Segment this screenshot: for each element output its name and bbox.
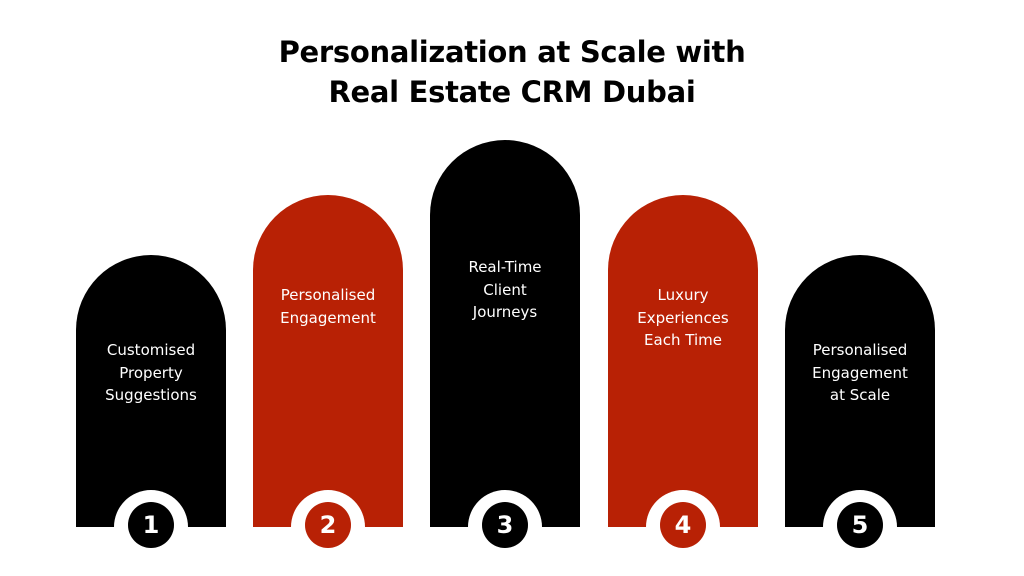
title-line-2: Real Estate CRM Dubai bbox=[328, 75, 696, 109]
step-pillar-4: Luxury Experiences Each Time bbox=[608, 195, 758, 527]
step-number-badge-4: 4 bbox=[660, 502, 706, 548]
step-label: Personalised Engagement at Scale bbox=[812, 341, 908, 404]
diagram-title: Personalization at Scale with Real Estat… bbox=[0, 32, 1024, 112]
step-pillar-3: Real-Time Client Journeys bbox=[430, 140, 580, 527]
step-number-badge-3: 3 bbox=[482, 502, 528, 548]
step-pillar-1: Customised Property Suggestions bbox=[76, 255, 226, 527]
step-number-badge-1: 1 bbox=[128, 502, 174, 548]
title-line-1: Personalization at Scale with bbox=[278, 35, 746, 69]
step-label: Real-Time Client Journeys bbox=[468, 258, 542, 321]
step-number-badge-5: 5 bbox=[837, 502, 883, 548]
step-pillar-5: Personalised Engagement at Scale bbox=[785, 255, 935, 527]
step-pillar-2: Personalised Engagement bbox=[253, 195, 403, 527]
step-label: Personalised Engagement bbox=[280, 286, 376, 327]
step-label: Luxury Experiences Each Time bbox=[637, 286, 729, 349]
step-label: Customised Property Suggestions bbox=[105, 341, 197, 404]
step-number-badge-2: 2 bbox=[305, 502, 351, 548]
